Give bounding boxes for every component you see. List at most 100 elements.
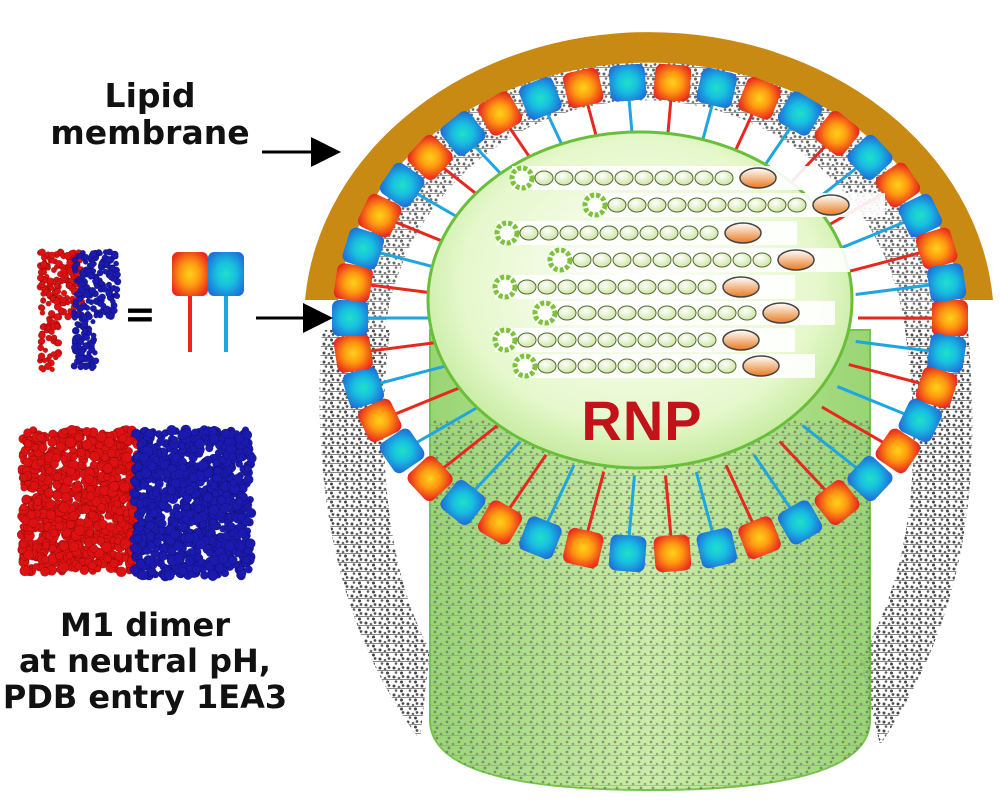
atom <box>152 489 160 497</box>
rnp-bead <box>579 225 599 241</box>
atom <box>214 563 225 573</box>
rnp-bead <box>787 197 807 213</box>
atom <box>52 490 63 501</box>
m1-monomer <box>814 111 860 156</box>
atom <box>103 437 115 449</box>
m1-monomer <box>915 227 958 270</box>
atom <box>46 277 54 285</box>
atom <box>71 256 78 263</box>
m1-dimer-icon <box>172 252 244 352</box>
atom <box>158 551 168 561</box>
atom <box>197 558 205 566</box>
rnp-bead <box>617 305 637 321</box>
atom <box>166 424 178 436</box>
rnp-bead <box>637 279 657 295</box>
atom <box>193 513 203 524</box>
m1-red-head <box>932 300 968 336</box>
atom <box>113 260 119 267</box>
atom <box>54 287 62 295</box>
atom <box>71 314 78 321</box>
atom <box>76 448 86 457</box>
atom <box>119 494 129 504</box>
rnp-bead <box>594 170 614 186</box>
atom <box>65 551 74 560</box>
m1-blue-head <box>927 263 967 303</box>
m1-monomer <box>653 63 692 102</box>
atom <box>174 469 185 479</box>
rnp-bead <box>632 252 652 268</box>
rnp-strand-cap <box>722 329 760 351</box>
atom <box>170 529 180 540</box>
rnp-bead <box>694 170 714 186</box>
rnp-bead <box>577 305 597 321</box>
atom <box>105 281 113 288</box>
atom <box>30 481 40 491</box>
m1-red-head <box>333 333 373 373</box>
m1-blue-head <box>440 111 486 156</box>
rnp-bead <box>572 252 592 268</box>
m1-blue-head <box>696 67 737 109</box>
atom <box>225 443 237 455</box>
m1-red-head <box>407 134 453 181</box>
m1-blue-head <box>898 193 942 238</box>
atom <box>82 328 88 334</box>
atom <box>54 323 60 329</box>
atom <box>158 519 167 528</box>
atom <box>45 291 53 299</box>
atom <box>140 467 152 479</box>
m1-monomer <box>608 63 647 102</box>
atom <box>76 296 83 303</box>
rnp-strand-cap <box>722 276 760 298</box>
atom <box>237 513 246 522</box>
atom <box>41 269 48 276</box>
m1-monomer <box>696 527 737 569</box>
atom <box>85 528 94 537</box>
rnp-bead <box>614 170 634 186</box>
m1-red-head <box>814 111 860 156</box>
atom <box>66 259 73 266</box>
rnp-bead <box>727 197 747 213</box>
atom <box>82 342 90 350</box>
m1-monomer <box>563 67 604 109</box>
atom <box>221 531 231 541</box>
atom <box>137 569 148 581</box>
rnp-bead <box>557 332 577 348</box>
atom <box>36 458 45 467</box>
rnp-bead <box>557 358 577 374</box>
atom <box>119 538 131 550</box>
atom <box>22 457 33 468</box>
atom <box>102 249 109 256</box>
m1-monomer <box>358 398 402 443</box>
atom <box>172 540 184 551</box>
atom <box>19 503 28 512</box>
atom <box>90 363 97 370</box>
atom <box>62 475 73 486</box>
rnp-bead <box>767 197 787 213</box>
atom <box>23 428 33 438</box>
atom <box>74 562 83 571</box>
atom <box>173 553 185 564</box>
atom <box>105 522 116 532</box>
m1-blue-head <box>379 428 425 474</box>
m1-monomer <box>875 162 921 208</box>
m1-monomer <box>653 534 692 573</box>
rnp-label: RNP <box>581 389 702 452</box>
atom <box>39 323 46 331</box>
atom <box>44 362 52 371</box>
rnp-bead <box>657 358 677 374</box>
rnp-bead <box>634 170 654 186</box>
m1-red-head <box>333 263 373 303</box>
rnp-bead <box>697 332 717 348</box>
atom <box>86 491 96 501</box>
atom <box>170 436 179 444</box>
atom <box>209 433 220 444</box>
rnp-bead <box>577 279 597 295</box>
m1-monomer <box>563 527 604 569</box>
atom <box>84 304 91 311</box>
atom <box>197 459 209 471</box>
atom <box>20 484 28 492</box>
rnp-strand-cap <box>777 249 815 271</box>
atom <box>184 485 195 496</box>
atom <box>60 455 68 463</box>
atom <box>26 510 36 520</box>
